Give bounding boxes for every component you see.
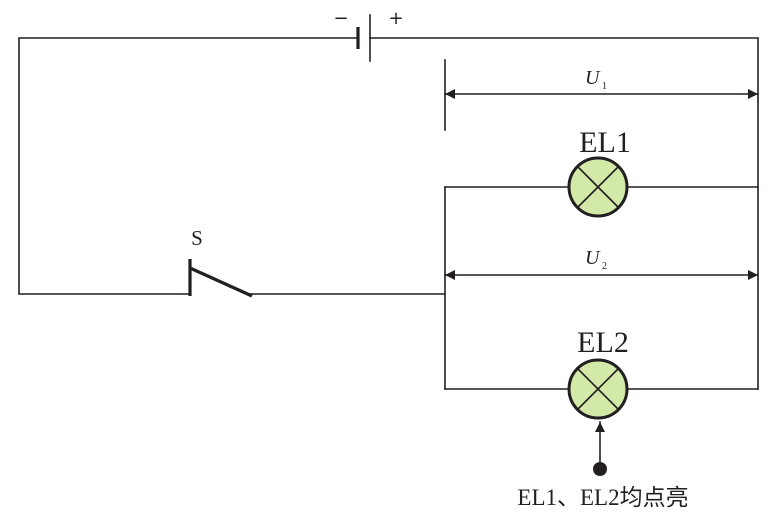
u2-subscript: 2: [602, 261, 607, 272]
note-text: EL1、EL2均点亮: [517, 485, 688, 510]
lamp-el1-label: EL1: [579, 126, 631, 159]
lamp-el2: EL2: [567, 326, 629, 420]
switch: S: [188, 226, 253, 298]
lamp-el2-label: EL2: [577, 326, 629, 359]
note-pointer: EL1、EL2均点亮: [517, 421, 689, 510]
lamp-el1-cross-b: [576, 165, 620, 209]
note-dot: [593, 462, 607, 476]
battery-plus-sign: +: [388, 8, 403, 29]
u1-label: U: [585, 67, 601, 89]
voltage-u1: U 1: [444, 59, 759, 131]
switch-blade: [189, 266, 253, 298]
voltage-u2: U 2: [444, 247, 759, 280]
switch-label: S: [191, 226, 203, 250]
top-left-wire: [18, 37, 359, 295]
lamp-el1: EL1: [567, 126, 631, 218]
battery-minus-sign: −: [333, 8, 348, 29]
lamp-el2-cross-b: [576, 367, 620, 411]
wiring: [18, 37, 759, 390]
battery: − +: [333, 8, 404, 62]
u2-label: U: [585, 247, 601, 269]
top-right-wire: [369, 37, 759, 390]
u1-subscript: 1: [602, 81, 607, 92]
